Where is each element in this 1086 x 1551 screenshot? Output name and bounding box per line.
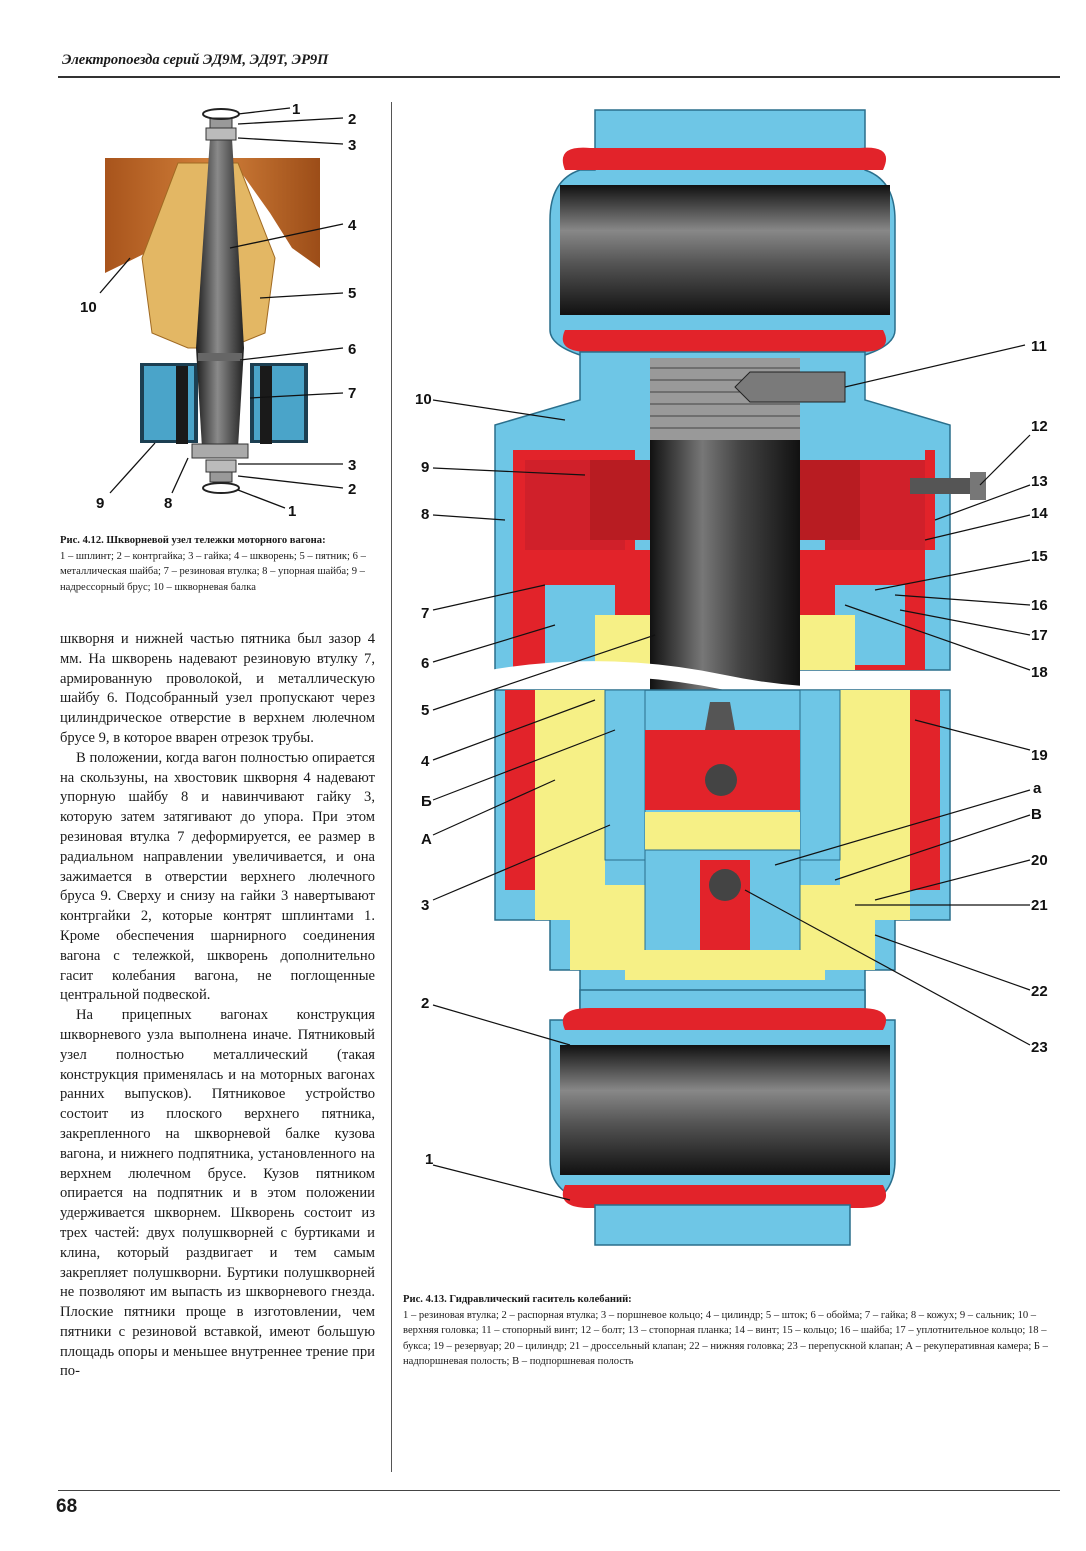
fig413-callout: 22 xyxy=(1031,983,1048,1000)
fig413-callout: 16 xyxy=(1031,597,1048,614)
paragraph: На прицепных вагонах конструкция шкворне… xyxy=(60,1007,375,1380)
fig412-callout: 1 xyxy=(288,503,296,520)
caption-title: Рис. 4.13. Гидравлический гаситель колеб… xyxy=(403,1294,632,1305)
fig413-callout: 11 xyxy=(1031,338,1047,355)
fig413-callout: Б xyxy=(421,793,432,810)
paragraph: шкворня и нижней частью пятника был зазо… xyxy=(60,631,375,746)
fig412-callout: 8 xyxy=(164,495,172,512)
fig413-callout: 23 xyxy=(1031,1039,1048,1056)
fig413-callout: а xyxy=(1033,780,1042,797)
fig413-callout: В xyxy=(1031,806,1042,823)
fig412-callout: 6 xyxy=(348,341,356,358)
fig412-callout: 3 xyxy=(348,457,356,474)
fig413-callout: 14 xyxy=(1031,505,1048,522)
kingpin-beam xyxy=(105,158,320,273)
bottom-bushing xyxy=(560,1045,890,1175)
fig412-callout: 5 xyxy=(348,285,356,302)
running-title: Электропоезда серий ЭД9М, ЭД9Т, ЭР9П xyxy=(62,52,329,68)
fig413-callout: 19 xyxy=(1031,747,1048,764)
paragraph: В положении, когда вагон полностью опира… xyxy=(60,749,375,1004)
fig413-callout: 10 xyxy=(415,391,432,408)
figure-4-12-caption: Рис. 4.12. Шкворневой узел тележки мотор… xyxy=(60,533,376,595)
footer-rule xyxy=(58,1490,1060,1491)
caption-legend: 1 – резиновая втулка; 2 – распорная втул… xyxy=(403,1309,1048,1368)
column-divider xyxy=(391,102,392,1472)
caption-title: Рис. 4.12. Шкворневой узел тележки мотор… xyxy=(60,535,326,546)
fig413-callout: 9 xyxy=(421,459,429,476)
fig413-callout: 6 xyxy=(421,655,429,672)
kingpin-shaft xyxy=(196,138,244,448)
fig412-callout: 3 xyxy=(348,137,356,154)
fig413-callout: 20 xyxy=(1031,852,1048,869)
fig413-callout: 3 xyxy=(421,897,429,914)
fig412-callout: 1 xyxy=(292,101,300,118)
fig413-callout: 5 xyxy=(421,702,429,719)
fig413-callout: А xyxy=(421,831,432,848)
fig413-callout: 17 xyxy=(1031,627,1048,644)
top-bushing xyxy=(560,185,890,315)
reservoir-right xyxy=(840,690,910,890)
fig413-callout: 15 xyxy=(1031,548,1048,565)
fig412-callout: 4 xyxy=(348,217,357,234)
fig413-callout: 2 xyxy=(421,995,429,1012)
bypass-valve-ball xyxy=(709,869,741,901)
fig412-callout: 2 xyxy=(348,481,356,498)
fig413-callout: 13 xyxy=(1031,473,1048,490)
figure-4-13-caption: Рис. 4.13. Гидравлический гаситель колеб… xyxy=(403,1292,1058,1370)
fig412-callout: 9 xyxy=(96,495,104,512)
check-valve-ball-upper xyxy=(705,764,737,796)
figure-4-13-hydraulic-damper: 10 9 8 7 6 5 4 Б А 3 2 1 11 12 13 14 15 … xyxy=(415,109,1048,1246)
fig413-callout: 18 xyxy=(1031,664,1048,681)
fig413-callout: 12 xyxy=(1031,418,1048,435)
body-text: шкворня и нижней частью пятника был зазо… xyxy=(60,630,375,1382)
fig412-callout: 10 xyxy=(80,299,97,316)
fig413-callout: 4 xyxy=(421,753,430,770)
fig412-callout: 7 xyxy=(348,385,356,402)
header-rule xyxy=(58,76,1060,78)
fig413-callout: 8 xyxy=(421,506,429,523)
caption-legend: 1 – шплинт; 2 – контргайка; 3 – гайка; 4… xyxy=(60,550,366,593)
rubber-bushing xyxy=(176,366,188,444)
reservoir-left xyxy=(535,690,605,890)
fig412-callout: 2 xyxy=(348,111,356,128)
page-number: 68 xyxy=(56,1496,78,1517)
figure-4-12-kingpin-assembly: 1 2 3 4 5 6 7 3 2 1 10 9 8 xyxy=(80,101,357,520)
fig413-callout: 21 xyxy=(1031,897,1048,914)
fig413-callout: 7 xyxy=(421,605,429,622)
fig413-callout: 1 xyxy=(425,1151,433,1168)
